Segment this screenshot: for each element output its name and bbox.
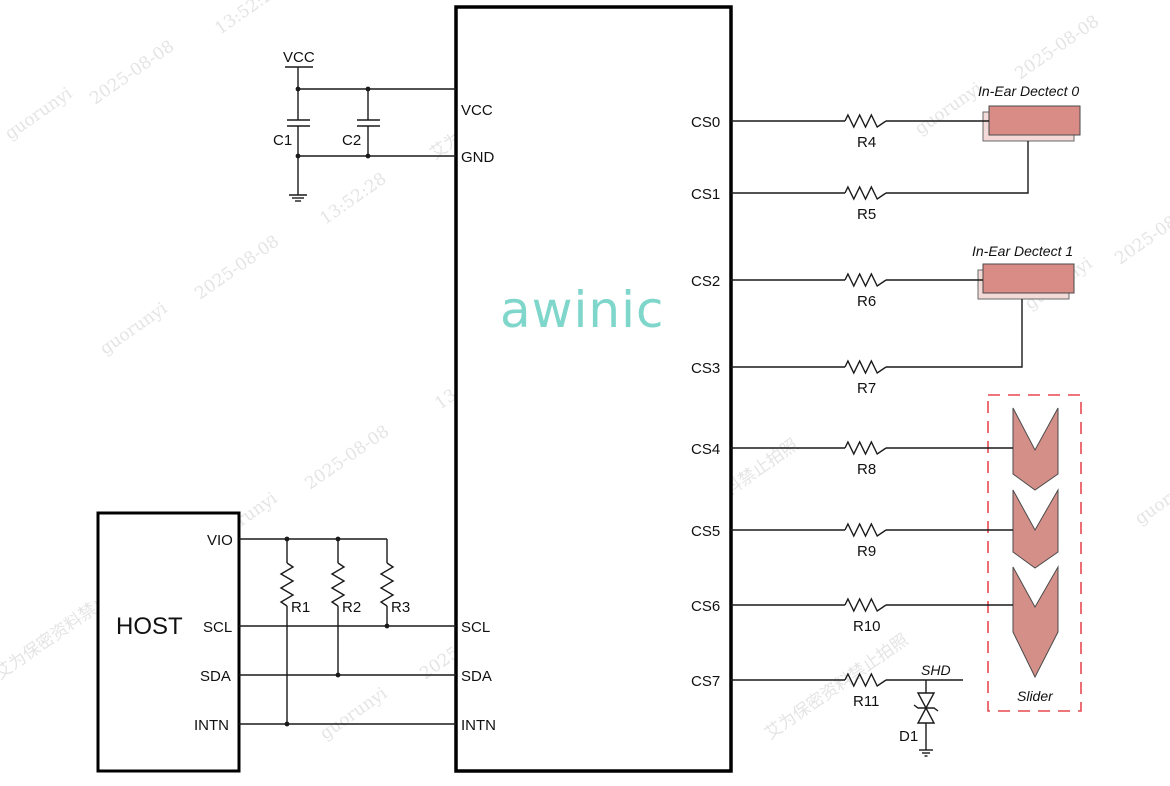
shield-label: SHD — [921, 662, 951, 678]
resistor-r1 — [279, 539, 295, 724]
resistor-r9 — [844, 522, 887, 538]
resistor-r4 — [844, 113, 887, 129]
slider-outline — [987, 394, 1082, 712]
resistor-r4-label: R4 — [857, 134, 876, 151]
chip-pin-gnd: GND — [461, 149, 495, 166]
resistor-r10 — [844, 597, 887, 613]
slider-label: Slider — [1017, 688, 1054, 704]
host-pin-intn: INTN — [194, 717, 229, 734]
svg-text:guorunyi: guorunyi — [1131, 468, 1170, 529]
svg-text:guorunyi: guorunyi — [911, 78, 986, 139]
resistor-r11 — [844, 672, 887, 688]
svg-text:13:52:28: 13:52:28 — [316, 169, 390, 229]
shield-net — [886, 679, 963, 757]
resistor-r5 — [844, 185, 887, 201]
ground-icon — [289, 188, 307, 202]
slider-electrode — [886, 394, 1082, 712]
tvs-diode-d1 — [913, 692, 939, 724]
svg-text:guorunyi: guorunyi — [316, 683, 391, 744]
resistor-r6 — [844, 272, 887, 288]
resistor-r10-label: R10 — [853, 618, 881, 635]
chip-pin-cs1: CS1 — [691, 186, 720, 203]
svg-text:2025-08-08: 2025-08-08 — [301, 421, 393, 494]
touch-controller-chip — [454, 5, 733, 773]
resistor-r2-label: R2 — [342, 599, 361, 616]
slider-segment-1 — [1012, 407, 1059, 491]
in-ear-electrode-0-label: In-Ear Dectect 0 — [978, 83, 1079, 99]
capacitor-c2-label: C2 — [342, 132, 361, 149]
svg-text:guorunyi: guorunyi — [96, 298, 171, 359]
resistor-r11-label: R11 — [853, 693, 879, 710]
chip-pin-cs7: CS7 — [691, 673, 720, 690]
slider-segment-2 — [1012, 488, 1059, 569]
cs-channel-lines — [731, 113, 887, 688]
resistor-r1-label: R1 — [291, 599, 310, 616]
chip-pin-cs4: CS4 — [691, 441, 720, 458]
host-pin-sda: SDA — [200, 668, 231, 685]
ground-icon — [919, 749, 933, 757]
chip-pin-scl: SCL — [461, 619, 490, 636]
resistor-r2 — [330, 539, 346, 675]
slider-segment-3 — [1012, 565, 1059, 679]
host-pin-scl: SCL — [203, 619, 232, 636]
resistor-r8 — [844, 440, 887, 456]
resistor-r5-label: R5 — [857, 206, 876, 223]
capacitor-c1-label: C1 — [273, 132, 292, 149]
chip-pin-cs5: CS5 — [691, 523, 720, 540]
i2c-bus: R1 R2 R3 — [239, 536, 456, 727]
chip-pin-cs6: CS6 — [691, 598, 720, 615]
chip-pin-intn: INTN — [461, 717, 496, 734]
chip-pin-cs2: CS2 — [691, 273, 720, 290]
svg-text:2025-08-08: 2025-08-08 — [1011, 11, 1103, 84]
resistor-r3 — [379, 539, 395, 626]
resistor-r9-label: R9 — [857, 543, 876, 560]
chip-pin-cs0: CS0 — [691, 114, 720, 131]
svg-text:13:52:28: 13:52:28 — [211, 0, 285, 39]
in-ear-electrode-0 — [886, 105, 1081, 194]
chip-pin-sda: SDA — [461, 668, 492, 685]
svg-text:2025-08-08: 2025-08-08 — [86, 36, 178, 109]
in-ear-electrode-1-label: In-Ear Dectect 1 — [972, 243, 1073, 259]
resistor-r7 — [844, 359, 887, 375]
svg-text:艾为保密资料禁止拍照: 艾为保密资料禁止拍照 — [761, 630, 912, 744]
svg-text:2025-08-08: 2025-08-08 — [191, 231, 283, 304]
decoupling-network: VCC C1 C2 — [273, 49, 456, 202]
chip-pin-vcc: VCC — [461, 102, 493, 119]
resistor-r3-label: R3 — [391, 599, 410, 616]
resistor-r8-label: R8 — [857, 461, 876, 478]
chip-pin-cs3: CS3 — [691, 360, 720, 377]
in-ear-electrode-1 — [886, 263, 1075, 368]
awinic-logo: awinic — [500, 281, 665, 339]
host-label: HOST — [116, 613, 183, 640]
resistor-r7-label: R7 — [857, 380, 876, 397]
capacitor-c1 — [287, 119, 310, 131]
vcc-supply-label: VCC — [283, 49, 315, 66]
svg-text:2025-08-08: 2025-08-08 — [1111, 196, 1170, 269]
capacitor-c2 — [357, 119, 380, 127]
diode-d1-label: D1 — [899, 728, 918, 745]
svg-text:guorunyi: guorunyi — [1, 83, 76, 144]
resistor-r6-label: R6 — [857, 293, 876, 310]
host-block — [96, 511, 241, 773]
host-pin-vio: VIO — [207, 532, 233, 549]
